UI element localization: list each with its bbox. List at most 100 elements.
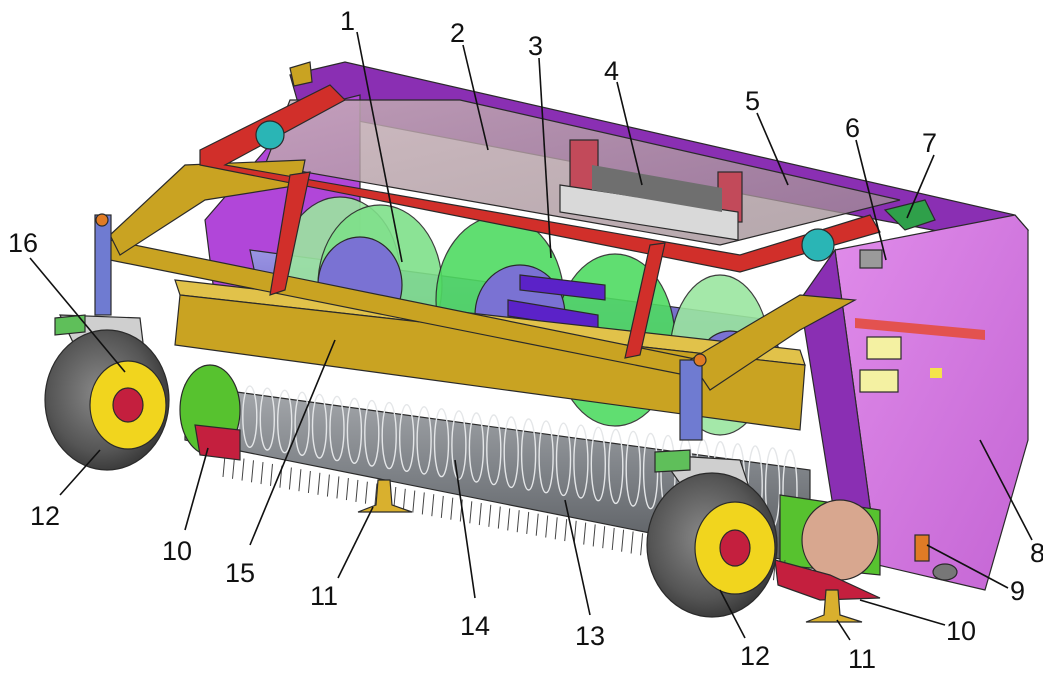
lift-eye (289, 61, 313, 87)
drum-tine (564, 519, 568, 542)
bracket-7 (883, 199, 936, 231)
warning-decal (859, 369, 899, 393)
drum-tine (516, 510, 520, 533)
drum-tine (326, 474, 330, 497)
callout-6: 6 (845, 113, 860, 143)
callout-7: 7 (922, 128, 937, 158)
callout-8: 8 (1030, 538, 1043, 568)
drum-ring (364, 399, 380, 467)
drum-tine (336, 476, 340, 499)
drum-ring (399, 404, 415, 473)
cyan-hub (801, 228, 835, 262)
drum-tine (260, 462, 264, 485)
top-cover (264, 99, 901, 246)
drum-ring (311, 393, 328, 459)
callout-10b: 10 (946, 616, 976, 646)
upright-left (94, 214, 112, 316)
drum-ring (625, 430, 641, 507)
drum-ring (520, 418, 537, 491)
drum-tine (270, 463, 273, 486)
drum-tine (298, 469, 302, 492)
callout-12a: 12 (30, 501, 60, 531)
drum-tine (545, 515, 549, 538)
drum-tine (317, 472, 321, 495)
callout-13: 13 (575, 621, 605, 651)
drum-tine (469, 501, 473, 524)
drum-tine (526, 511, 530, 534)
drum-tine (288, 467, 292, 490)
skid-left (194, 424, 241, 461)
drum-tine (478, 503, 482, 526)
drum-ring (573, 424, 589, 499)
drum-tine (611, 527, 615, 551)
panel-strip (855, 318, 985, 340)
drum-tine (355, 479, 359, 502)
drum-ring (451, 410, 467, 480)
drum-ring (277, 389, 293, 454)
red-strut (269, 171, 311, 296)
drum-tine (573, 520, 577, 543)
stand-right (805, 589, 863, 623)
skid-right (774, 559, 881, 601)
drum-ring (346, 397, 363, 465)
panel-latch (914, 534, 930, 562)
cyan-hub (255, 120, 285, 150)
front-frame (94, 61, 936, 441)
drum-tine (488, 504, 492, 527)
drum-tine (535, 513, 539, 536)
drum-ring (486, 414, 502, 486)
drum-ring (329, 395, 345, 462)
callout-11b: 11 (848, 644, 876, 674)
drum-tine (374, 483, 378, 506)
drum-tine (412, 490, 416, 513)
drum-tine (621, 529, 625, 552)
stand-left (357, 479, 413, 513)
callout-16: 16 (8, 228, 38, 258)
drum-tine (497, 506, 501, 529)
drum-tine (345, 478, 349, 501)
drum-tine (232, 456, 235, 479)
wheel-bracket-left (54, 314, 86, 336)
callout-12b: 12 (740, 641, 770, 671)
drum-ring (538, 420, 554, 494)
red-strut (624, 242, 666, 359)
warning-decal (866, 336, 902, 360)
drum-tine (307, 470, 311, 494)
drum-tine (251, 460, 254, 483)
callouts: 1 2 3 4 5 6 7 8 9 10 10 11 11 12 12 13 1… (8, 6, 1043, 674)
drum-tine (402, 488, 406, 511)
upright-right (679, 359, 703, 441)
callout-5: 5 (745, 86, 760, 116)
drum-ring (555, 422, 572, 497)
drum-ring (242, 385, 258, 449)
wheel-left (44, 314, 170, 471)
panel-decal (930, 368, 942, 378)
drum-tine (440, 495, 444, 518)
bracket-6 (859, 249, 883, 269)
callout-3: 3 (528, 31, 543, 61)
drum-ring (608, 428, 624, 505)
callout-14: 14 (460, 611, 490, 641)
right-arm (689, 294, 858, 391)
wheel-right (646, 449, 778, 618)
drum-ring (590, 426, 606, 502)
comb-slot (592, 165, 722, 212)
drum-ring (381, 401, 397, 470)
leader-lines (29, 31, 1033, 641)
drum-tine (554, 517, 558, 540)
drum-tine (507, 508, 511, 531)
drum-ring (259, 387, 275, 451)
drum-tine (592, 524, 596, 547)
drum-ring (294, 391, 310, 456)
drum-ring (503, 416, 519, 489)
drum-tine (241, 458, 245, 481)
drum-tine (630, 531, 634, 554)
wheel-bracket-right (654, 449, 691, 473)
rotor-tine-bar (519, 274, 606, 301)
drum-tine (602, 526, 606, 549)
callout-11a: 11 (310, 581, 338, 611)
right-side-panel (799, 214, 1029, 591)
callout-1: 1 (340, 6, 355, 36)
